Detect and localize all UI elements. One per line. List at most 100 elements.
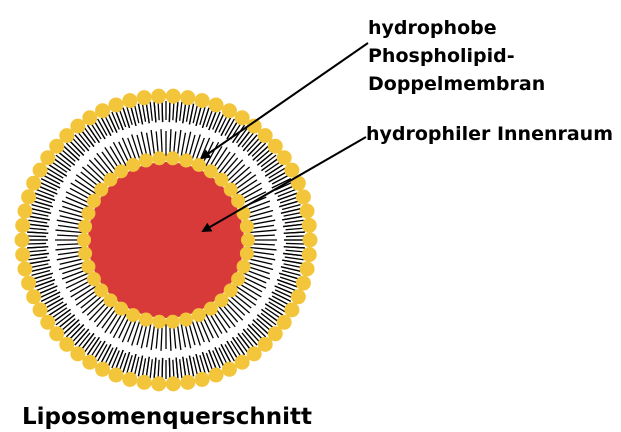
inner-lipid-tail — [177, 323, 181, 350]
outer-lipid-tail — [283, 253, 304, 255]
outer-lipid-tail — [36, 284, 54, 291]
membrane-label: hydrophobe Phospholipid- Doppelmembran — [368, 14, 545, 98]
outer-lipid-tail — [158, 360, 159, 379]
outer-lipid-tail — [116, 110, 124, 130]
outer-lipid-tail — [278, 284, 296, 291]
outer-lipid-tail — [40, 182, 57, 190]
outer-lipid-tail — [146, 102, 149, 123]
outer-lipid-tail — [108, 114, 117, 133]
outer-lipid-tail — [183, 102, 186, 123]
outer-lipid-tail — [43, 175, 60, 184]
outer-lipid-tail — [284, 232, 305, 233]
outer-lipid-head — [222, 362, 237, 377]
outer-lipid-tail — [275, 290, 292, 298]
membrane-label-line-2: Phospholipid- — [368, 42, 545, 70]
outer-lipid-tail — [286, 250, 305, 252]
inner-lipid-tail — [196, 319, 205, 342]
outer-lipid-tail — [225, 344, 234, 361]
outer-lipid-tail — [282, 216, 303, 220]
membrane-label-line-1: hydrophobe — [368, 14, 545, 42]
outer-lipid-tail — [284, 247, 305, 248]
inner-lipid-head — [240, 247, 254, 261]
outer-lipid-head — [108, 97, 123, 112]
outer-lipid-tail — [29, 260, 50, 264]
inner-lipid-tail — [128, 319, 137, 342]
outer-lipid-tail — [38, 286, 57, 294]
outer-lipid-tail — [158, 101, 159, 120]
outer-lipid-tail — [28, 253, 49, 255]
inner-lipid-head — [204, 302, 218, 316]
outer-lipid-tail — [215, 347, 224, 366]
outer-lipid-tail — [112, 112, 119, 130]
outer-lipid-head — [180, 90, 195, 105]
outer-lipid-tail — [27, 243, 46, 244]
outer-lipid-head — [296, 276, 311, 291]
outer-lipid-tail — [286, 243, 305, 244]
outer-lipid-tail — [213, 112, 220, 130]
inner-lipid-tail — [192, 134, 200, 160]
outer-lipid-head — [17, 204, 32, 219]
outer-lipid-tail — [27, 236, 46, 237]
inner-lipid-tail — [192, 320, 200, 346]
outer-lipid-tail — [43, 296, 60, 305]
inner-lipid-head — [126, 308, 140, 322]
outer-lipid-tail — [176, 358, 178, 379]
inner-lipid-head — [179, 312, 193, 326]
outer-lipid-tail — [28, 220, 47, 223]
inner-space-label: hydrophiler Innenraum — [366, 120, 613, 148]
outer-lipid-tail — [277, 193, 297, 200]
outer-lipid-tail — [219, 348, 227, 365]
outer-lipid-tail — [40, 290, 57, 298]
outer-lipid-head — [15, 247, 30, 262]
inner-lipid-tail — [243, 273, 266, 283]
outer-lipid-tail — [27, 247, 48, 248]
inner-lipid-tail — [151, 130, 155, 157]
outer-lipid-tail — [284, 212, 303, 216]
inner-lipid-tail — [66, 273, 89, 283]
outer-lipid-tail — [162, 101, 163, 122]
outer-lipid-head — [15, 218, 30, 233]
inner-lipid-head — [78, 220, 92, 234]
outer-lipid-tail — [180, 359, 182, 378]
inner-lipid-head — [87, 272, 101, 286]
inner-lipid-head — [152, 151, 166, 165]
outer-lipid-head — [17, 261, 32, 276]
inner-lipid-tail — [128, 138, 137, 161]
inner-lipid-head — [81, 206, 95, 220]
outer-lipid-head — [195, 93, 210, 108]
outer-lipid-tail — [29, 216, 50, 220]
outer-lipid-tail — [116, 350, 124, 370]
outer-lipid-head — [151, 89, 166, 104]
outer-lipid-tail — [108, 347, 117, 366]
outer-lipid-head — [277, 150, 292, 165]
outer-lipid-head — [284, 163, 299, 178]
outer-lipid-tail — [285, 220, 304, 223]
inner-lipid-tail — [66, 197, 89, 207]
outer-lipid-head — [209, 368, 224, 383]
outer-lipid-tail — [180, 102, 182, 121]
outer-lipid-head — [95, 103, 110, 118]
outer-lipid-head — [303, 233, 318, 248]
inner-lipid-head — [166, 151, 180, 165]
outer-lipid-tail — [38, 186, 57, 194]
outer-lipid-tail — [28, 257, 47, 260]
inner-lipid-head — [77, 233, 91, 247]
inner-lipid-head — [139, 154, 153, 168]
outer-lipid-tail — [105, 115, 113, 132]
outer-lipid-tail — [146, 357, 149, 378]
outer-lipid-tail — [154, 358, 156, 379]
inner-lipid-head — [78, 247, 92, 261]
outer-lipid-head — [137, 90, 152, 105]
outer-lipid-tail — [28, 228, 47, 230]
outer-lipid-tail — [286, 236, 305, 237]
inner-lipid-head — [81, 260, 95, 274]
outer-lipid-tail — [176, 102, 178, 123]
outer-lipid-head — [296, 189, 311, 204]
outer-lipid-tail — [35, 193, 55, 200]
outer-lipid-head — [122, 93, 137, 108]
outer-lipid-head — [291, 289, 306, 304]
outer-lipid-tail — [98, 119, 107, 136]
arrow-to-membrane — [202, 43, 368, 158]
inner-lipid-head — [139, 312, 153, 326]
outer-lipid-head — [166, 376, 181, 391]
